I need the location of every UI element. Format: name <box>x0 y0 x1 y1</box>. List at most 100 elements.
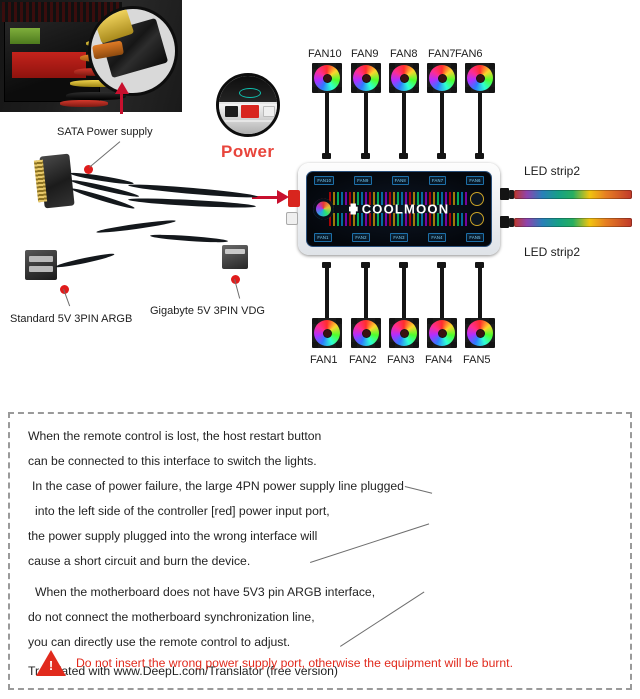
sata-arrow-shaft <box>120 92 123 114</box>
fan-top-1-cable <box>325 93 329 155</box>
psu-grill <box>2 2 122 22</box>
instruction-line-8: do not connect the motherboard synchroni… <box>28 610 315 624</box>
fan-top-3-cable <box>402 93 406 155</box>
fan-label-fan6: FAN6 <box>455 48 483 60</box>
fan-top-5-plug <box>475 153 484 159</box>
power-label: Power <box>221 142 275 161</box>
fan-top-2-cable <box>364 93 368 155</box>
callout-line-1 <box>404 486 433 494</box>
hub-brand-logo: COOLMOON <box>307 202 491 217</box>
sata-cable-main <box>127 182 259 200</box>
hub-led-output-2[interactable] <box>500 216 509 228</box>
fan-top-2-plug <box>361 153 370 159</box>
argb-cable <box>55 251 115 270</box>
hub-port-row-top: FAN10 FAN9 FAN8 FAN7 FAN6 <box>314 176 484 185</box>
fan-bot-4-cable <box>440 264 444 318</box>
hub-port-fan9[interactable]: FAN9 <box>354 176 372 185</box>
fan-top-4-plug <box>437 153 446 159</box>
vdg-connector-slot <box>225 249 245 254</box>
fan-top-5-cable <box>478 93 482 155</box>
fan-bot-3-cable <box>402 264 406 318</box>
controller-hub[interactable]: FAN10 FAN9 FAN8 FAN7 FAN6 COOLMOON FAN1 … <box>298 163 500 255</box>
instruction-line-3: In the case of power failure, the large … <box>32 479 404 493</box>
hub-sync-port[interactable] <box>286 212 298 225</box>
fan-label-fan9: FAN9 <box>351 48 379 60</box>
instruction-panel: When the remote control is lost, the hos… <box>8 412 632 690</box>
fan-top-4-cable <box>440 93 444 155</box>
fan-label-fan1: FAN1 <box>310 354 338 366</box>
argb-connector-slot-2 <box>29 266 53 272</box>
argb-connector-label: Standard 5V 3PIN ARGB <box>10 313 133 325</box>
instruction-line-7: When the motherboard does not have 5V3 p… <box>35 585 376 599</box>
warning-text: Do not insert the wrong power supply por… <box>76 656 513 670</box>
argb-connector <box>25 250 57 280</box>
led-strip-label-1: LED strip2 <box>524 164 581 178</box>
instruction-line-2: can be connected to this interface to sw… <box>28 454 317 468</box>
power-closeup-white-port <box>263 106 275 117</box>
fan-label-fan3: FAN3 <box>387 354 415 366</box>
instruction-line-1: When the remote control is lost, the hos… <box>28 429 322 443</box>
hub-spectrum-top <box>329 192 469 205</box>
psu-wire-red-2 <box>60 100 108 107</box>
hub-dial-icon <box>313 198 334 220</box>
power-closeup-red-port <box>241 105 259 118</box>
argb-connector-slot-1 <box>29 256 53 262</box>
hub-port-fan10[interactable]: FAN10 <box>314 176 335 185</box>
fan-top-1-plug <box>322 153 331 159</box>
fan-label-fan2: FAN2 <box>349 354 377 366</box>
hub-led-output-1[interactable] <box>500 188 509 200</box>
led-strip-2 <box>514 218 632 227</box>
sata-magnifier-circle <box>88 6 178 96</box>
hub-spectrum-bottom <box>329 213 469 226</box>
instruction-line-6: cause a short circuit and burn the devic… <box>28 554 251 568</box>
hub-port-fan4[interactable]: FAN4 <box>428 233 446 242</box>
sata-power-supply-label: SATA Power supply <box>57 126 153 138</box>
led-strip-label-2: LED strip2 <box>524 245 581 259</box>
vdg-cable <box>149 233 229 244</box>
fan-label-fan4: FAN4 <box>425 354 453 366</box>
hub-knob-upper[interactable] <box>470 192 484 206</box>
warning-row: Do not insert the wrong power supply por… <box>36 650 513 676</box>
sata-cable-main-2 <box>127 196 257 210</box>
hub-port-fan8[interactable]: FAN8 <box>391 176 409 185</box>
hub-port-fan2[interactable]: FAN2 <box>352 233 370 242</box>
sata-leader-line <box>89 141 121 168</box>
hub-port-fan5[interactable]: FAN5 <box>466 233 484 242</box>
hub-port-fan7[interactable]: FAN7 <box>428 176 447 185</box>
hub-knob-lower[interactable] <box>470 212 484 226</box>
hub-power-input-port[interactable] <box>288 190 300 207</box>
warning-triangle-icon <box>36 650 66 676</box>
led-strip-1-cap <box>509 190 514 199</box>
fan-label-fan5: FAN5 <box>463 354 491 366</box>
psu-wire-black <box>66 92 126 100</box>
power-magnifier-circle <box>216 73 280 137</box>
sata-arrow-head <box>115 82 129 94</box>
hub-screen: FAN10 FAN9 FAN8 FAN7 FAN6 COOLMOON FAN1 … <box>306 171 492 247</box>
hub-power-arrow-head <box>277 190 289 204</box>
fan-bot-5-cable <box>478 264 482 318</box>
hub-port-fan6[interactable]: FAN6 <box>466 176 484 185</box>
sata-leader-dot <box>84 165 93 174</box>
power-closeup-black-port <box>225 106 238 117</box>
instruction-line-9: you can directly use the remote control … <box>28 635 291 649</box>
fan-bot-2-cable <box>364 264 368 318</box>
vdg-connector-label: Gigabyte 5V 3PIN VDG <box>150 305 265 317</box>
psu-green-label <box>10 28 40 44</box>
psu-photo <box>0 0 182 112</box>
vdg-cable-loop <box>96 218 176 235</box>
fan-label-fan10: FAN10 <box>308 48 342 60</box>
power-closeup-ring <box>239 88 261 98</box>
hub-brand-text: COOLMOON <box>361 201 450 217</box>
hub-port-fan1[interactable]: FAN1 <box>314 233 332 242</box>
fan-label-fan7: FAN7 <box>428 48 456 60</box>
instruction-line-4: into the left side of the controller [re… <box>35 504 330 518</box>
led-strip-1 <box>514 190 632 199</box>
instruction-line-5: the power supply plugged into the wrong … <box>28 529 318 543</box>
vdg-leader-dot <box>231 275 240 284</box>
hub-port-fan3[interactable]: FAN3 <box>390 233 408 242</box>
coolmoon-glyph-icon <box>348 203 358 215</box>
instruction-line-10: Translated with www.DeepL.com/Translator… <box>28 664 338 678</box>
psu-wire-yellow-2 <box>70 80 126 87</box>
fan-top-3-plug <box>399 153 408 159</box>
